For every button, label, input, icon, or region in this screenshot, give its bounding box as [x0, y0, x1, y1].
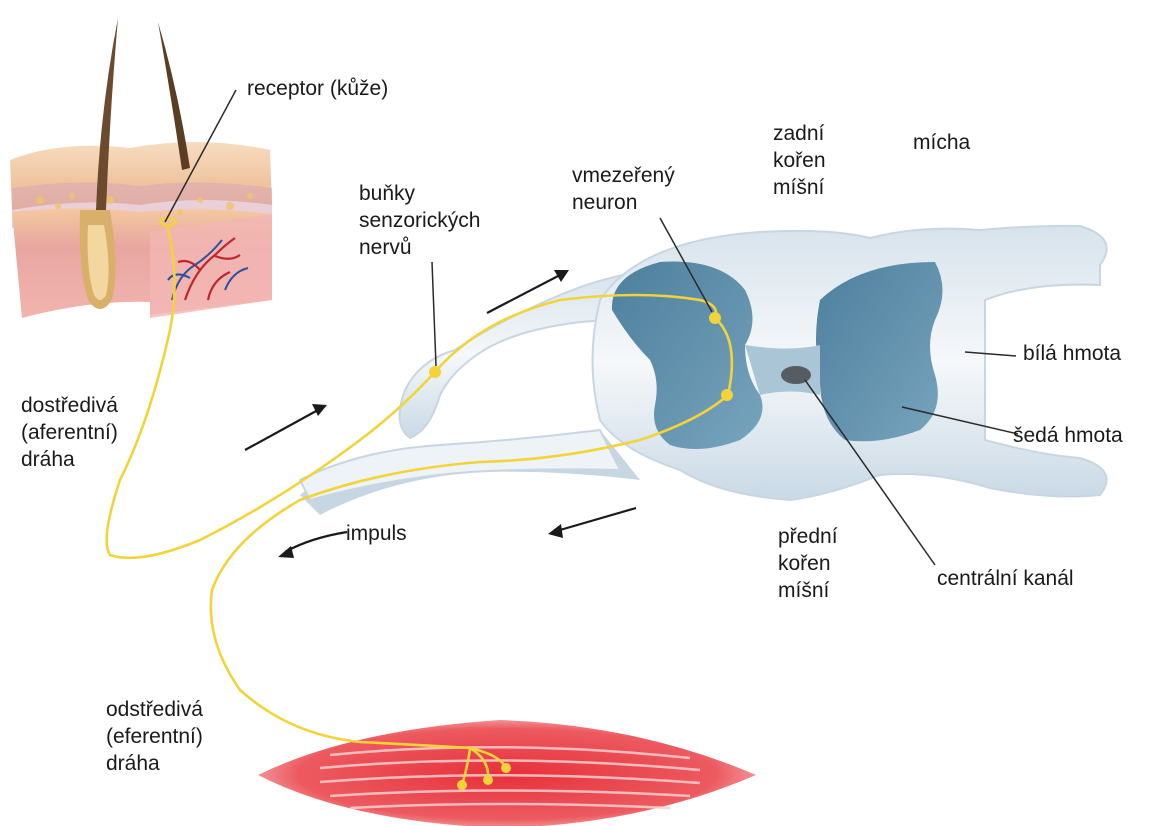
label-dorsal-root: zadní kořen míšní [773, 120, 826, 201]
label-sensory-cells: buňky senzorických nervů [359, 180, 480, 261]
label-gray-matter: šedá hmota [1013, 422, 1123, 449]
label-spinal-cord: mícha [913, 129, 970, 156]
arrow-efferent-lower [285, 532, 347, 552]
arrow-efferent-upper [560, 508, 636, 530]
arrow-afferent-lower [245, 410, 318, 450]
nerve-body [300, 226, 1107, 515]
skin-block [10, 18, 272, 318]
muscle [258, 720, 756, 826]
label-afferent-path: dostředivá (aferentní) dráha [21, 392, 118, 473]
label-receptor: receptor (kůže) [247, 75, 388, 102]
label-interneuron: vmezeřený neuron [572, 162, 675, 216]
label-ventral-root: přední kořen míšní [778, 523, 838, 604]
label-central-canal: centrální kanál [937, 565, 1074, 592]
label-efferent-path: odstředivá (eferentní) dráha [106, 696, 203, 777]
label-white-matter: bílá hmota [1023, 340, 1121, 367]
label-impulse: impuls [346, 520, 407, 547]
